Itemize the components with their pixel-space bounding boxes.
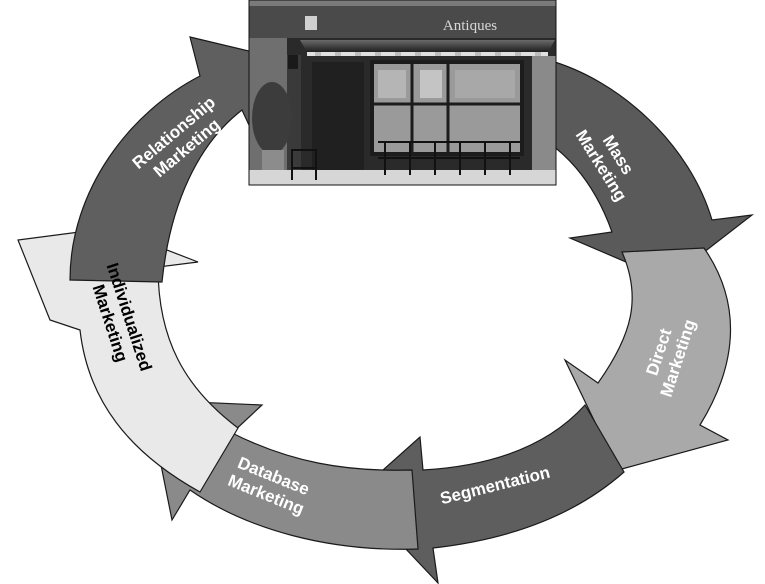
arrow-individualized-marketing bbox=[17, 227, 239, 493]
arrow-relationship-marketing bbox=[69, 36, 279, 283]
arrow-segmentation bbox=[354, 403, 625, 584]
storefront-photo: Antiques bbox=[248, 0, 557, 186]
shop-sign-text: Antiques bbox=[443, 18, 497, 34]
arrow-direct-marketing bbox=[563, 247, 732, 471]
